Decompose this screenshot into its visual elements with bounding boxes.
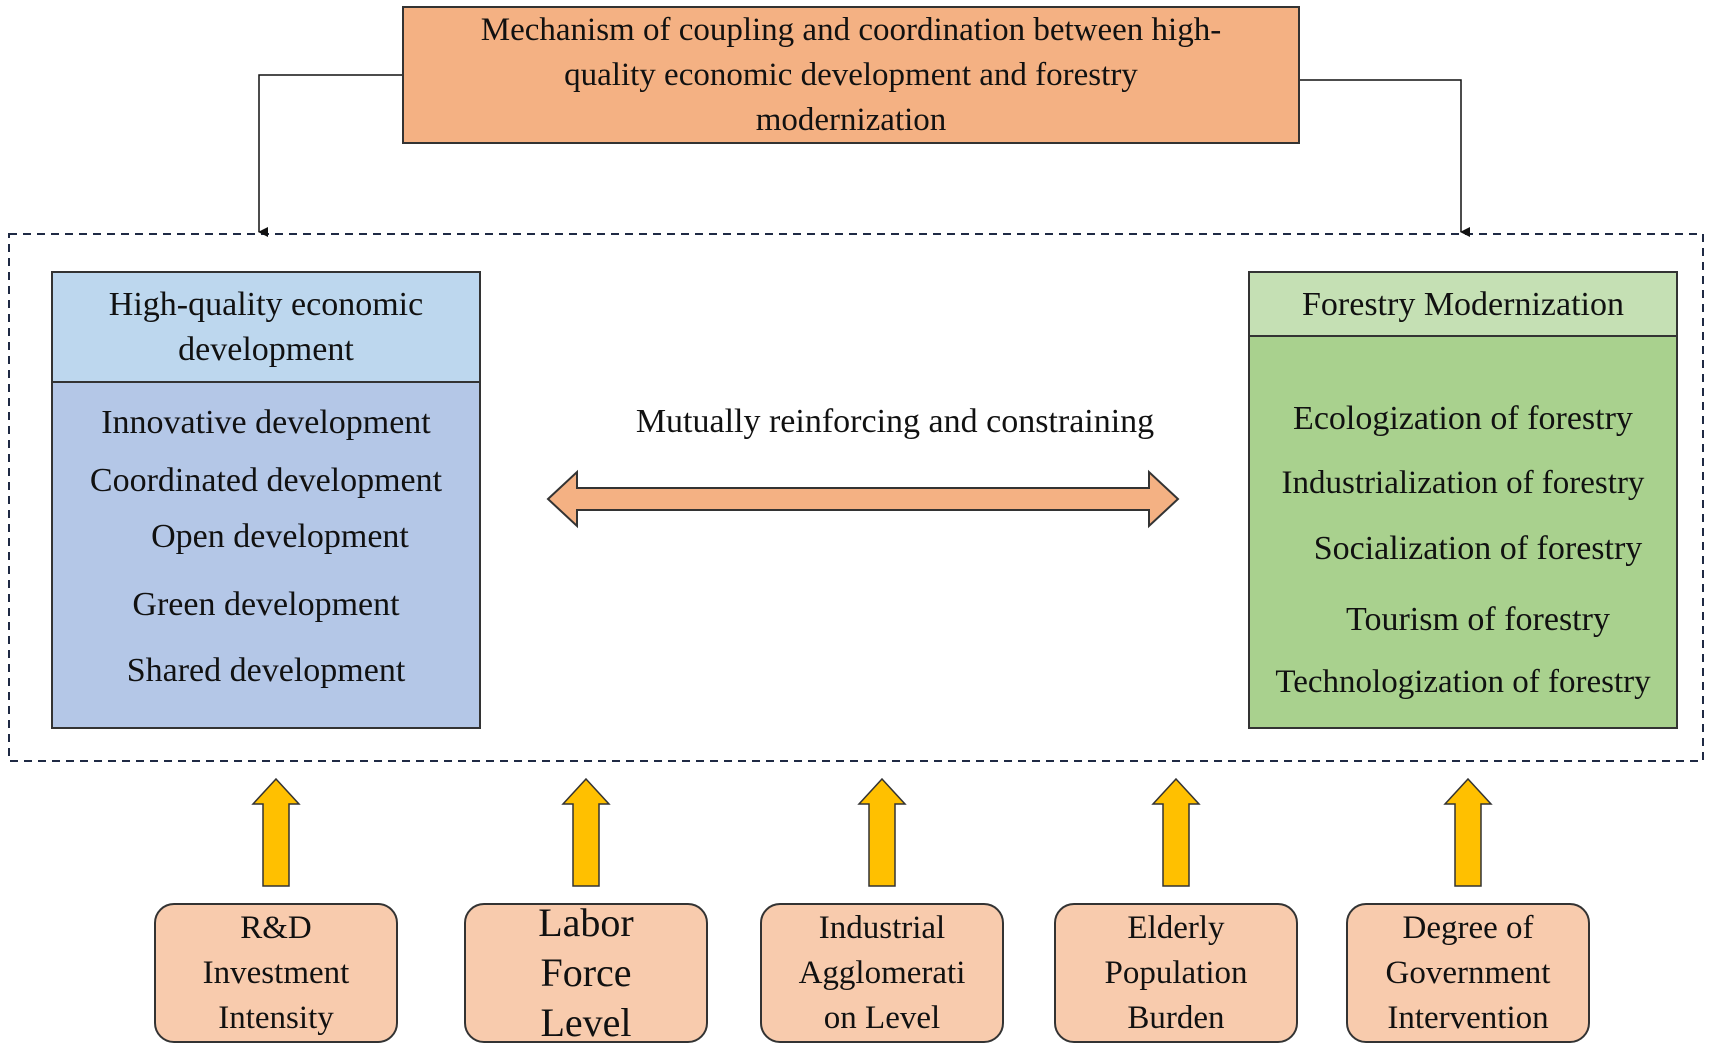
- up-arrow-3: [857, 777, 907, 887]
- forestry-item: Ecologization of forestry: [1293, 400, 1633, 437]
- factor-line: Burden: [1127, 999, 1225, 1036]
- mechanism-title-box: Mechanism of coupling and coordination b…: [402, 6, 1300, 144]
- factor-line: Elderly: [1127, 909, 1225, 946]
- factor-box-elderly-population: Elderly Population Burden: [1054, 903, 1298, 1043]
- forestry-item: Tourism of forestry: [1346, 601, 1610, 638]
- mechanism-title-line-1: Mechanism of coupling and coordination b…: [480, 11, 1222, 48]
- forestry-item: Technologization of forestry: [1275, 664, 1651, 700]
- dashed-system-frame: [8, 233, 1704, 762]
- factor-line: Level: [540, 1000, 632, 1045]
- factor-box-government-intervention: Degree of Government Intervention: [1346, 903, 1590, 1043]
- up-arrow-5: [1443, 777, 1493, 887]
- relationship-label: Mutually reinforcing and constraining: [635, 403, 1155, 440]
- factor-box-rd-investment: R&D Investment Intensity: [154, 903, 398, 1043]
- factor-line: Industrial: [818, 909, 946, 946]
- forestry-item: Industrialization of forestry: [1281, 465, 1645, 501]
- economic-item: Innovative development: [101, 404, 431, 441]
- forestry-item: Socialization of forestry: [1313, 530, 1643, 567]
- connector-to-left-panel: [258, 74, 402, 237]
- factor-line: Intervention: [1387, 999, 1549, 1036]
- economic-item: Coordinated development: [89, 462, 443, 499]
- factor-line: Force: [540, 950, 632, 995]
- up-arrow-4: [1151, 777, 1201, 887]
- factor-line: Intensity: [218, 999, 334, 1036]
- factor-line: Degree of: [1402, 909, 1534, 946]
- economic-development-panel: High-quality economic development Innova…: [51, 271, 481, 729]
- factor-line: on Level: [823, 999, 941, 1036]
- mechanism-title-line-2: quality economic development and forestr…: [564, 56, 1138, 93]
- bidirectional-arrow: [546, 469, 1180, 529]
- mechanism-title-line-3: modernization: [755, 101, 947, 138]
- economic-panel-title-line-2: development: [178, 331, 354, 368]
- factor-line: R&D: [240, 909, 312, 946]
- forestry-modernization-panel: Forestry Modernization Ecologization of …: [1248, 271, 1678, 729]
- up-arrow-1: [251, 777, 301, 887]
- connector-to-right-panel: [1300, 79, 1470, 237]
- economic-item: Shared development: [126, 652, 406, 689]
- economic-item: Green development: [132, 586, 400, 623]
- factor-line: Population: [1104, 954, 1248, 991]
- up-arrow-2: [561, 777, 611, 887]
- forestry-panel-header: Forestry Modernization: [1250, 273, 1676, 337]
- economic-item: Open development: [151, 518, 409, 555]
- factor-line: Labor: [538, 900, 634, 945]
- factor-line: Agglomerati: [798, 954, 966, 991]
- factor-line: Government: [1385, 954, 1551, 991]
- upward-arrows: [251, 777, 1493, 887]
- factor-box-labor-force: Labor Force Level: [464, 900, 708, 1045]
- economic-panel-title-line-1: High-quality economic: [108, 286, 424, 323]
- factor-box-industrial-agglomeration: Industrial Agglomerati on Level: [760, 903, 1004, 1043]
- factor-line: Investment: [202, 954, 350, 991]
- economic-development-panel-header: High-quality economic development: [53, 273, 479, 383]
